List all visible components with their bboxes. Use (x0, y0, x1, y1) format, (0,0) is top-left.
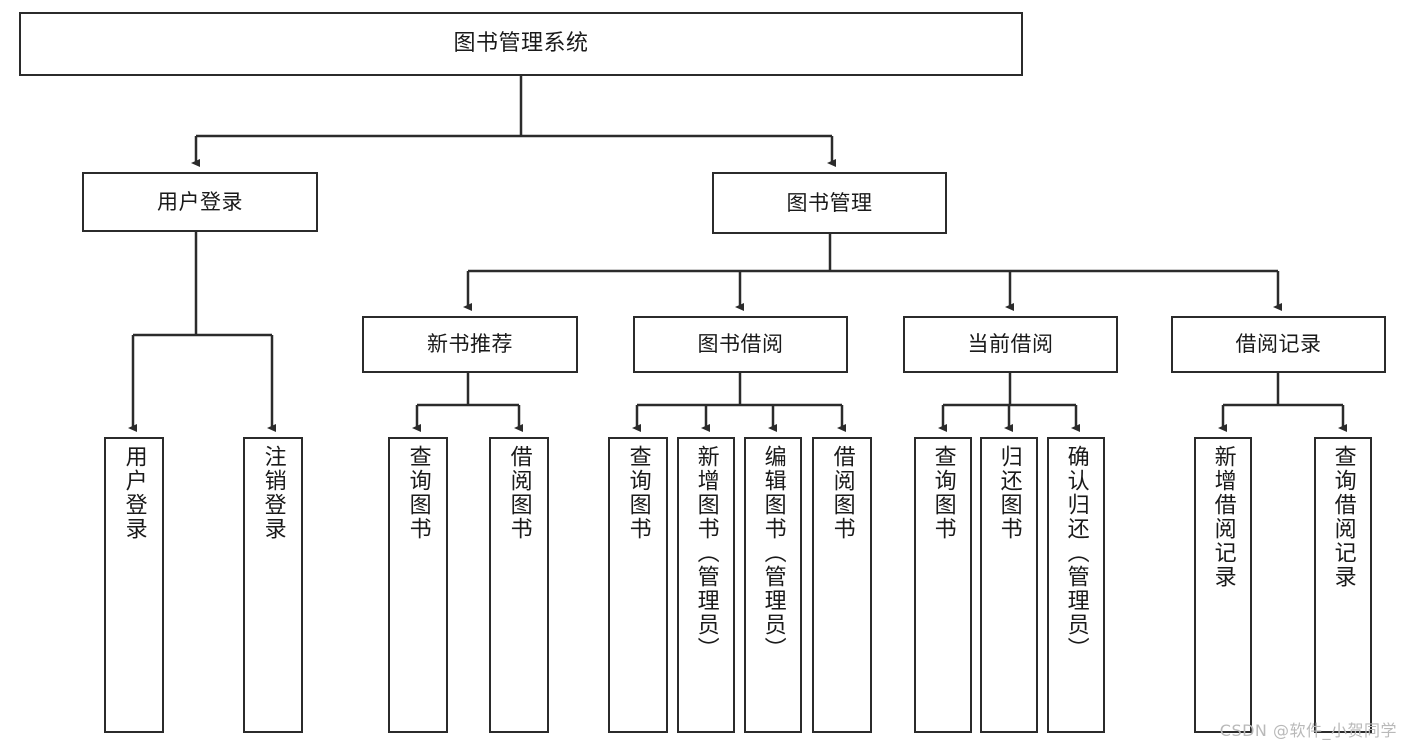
node-label: 查询图书 (405, 445, 431, 541)
node-label: 查询图书 (930, 445, 956, 541)
leaf-book-borrow-borrow[interactable]: 借阅图书 (812, 437, 872, 733)
node-label: 用户登录 (121, 445, 147, 541)
watermark-text: CSDN @软件_小贺同学 (1219, 721, 1397, 740)
leaf-book-borrow-add[interactable]: 新增图书（管理员） (677, 437, 735, 733)
node-user-login[interactable]: 用户登录 (82, 172, 318, 232)
node-book-borrow[interactable]: 图书借阅 (633, 316, 848, 373)
node-label: 归还图书 (996, 445, 1022, 541)
node-label: 新书推荐 (427, 332, 513, 357)
node-label: 图书管理系统 (453, 31, 589, 57)
node-label: 图书借阅 (697, 332, 784, 357)
node-label: 图书管理 (786, 190, 873, 215)
node-label: 当前借阅 (967, 332, 1054, 357)
leaf-user-login-logout[interactable]: 注销登录 (243, 437, 303, 733)
node-current-borrow[interactable]: 当前借阅 (903, 316, 1118, 373)
node-label: 借阅记录 (1235, 332, 1322, 357)
node-label: 新增图书（管理员） (693, 445, 719, 661)
node-label: 编辑图书（管理员） (760, 445, 786, 661)
node-label: 查询图书 (625, 445, 651, 541)
leaf-user-login-login[interactable]: 用户登录 (104, 437, 164, 733)
node-root-system[interactable]: 图书管理系统 (19, 12, 1023, 76)
leaf-current-borrow-return[interactable]: 归还图书 (980, 437, 1038, 733)
node-label: 借阅图书 (506, 445, 532, 541)
leaf-new-book-borrow[interactable]: 借阅图书 (489, 437, 549, 733)
leaf-book-borrow-query[interactable]: 查询图书 (608, 437, 668, 733)
leaf-current-borrow-query[interactable]: 查询图书 (914, 437, 972, 733)
node-label: 新增借阅记录 (1210, 445, 1236, 589)
node-borrow-record[interactable]: 借阅记录 (1171, 316, 1386, 373)
leaf-current-borrow-confirm-return[interactable]: 确认归还（管理员） (1047, 437, 1105, 733)
node-label: 借阅图书 (829, 445, 855, 541)
node-label: 用户登录 (157, 189, 243, 214)
node-label: 注销登录 (260, 445, 286, 541)
leaf-new-book-query[interactable]: 查询图书 (388, 437, 448, 733)
leaf-borrow-record-query[interactable]: 查询借阅记录 (1314, 437, 1372, 733)
node-label: 确认归还（管理员） (1063, 445, 1089, 661)
node-new-book-recommend[interactable]: 新书推荐 (362, 316, 578, 373)
leaf-book-borrow-edit[interactable]: 编辑图书（管理员） (744, 437, 802, 733)
node-book-management[interactable]: 图书管理 (712, 172, 947, 234)
leaf-borrow-record-add[interactable]: 新增借阅记录 (1194, 437, 1252, 733)
node-label: 查询借阅记录 (1330, 445, 1356, 589)
